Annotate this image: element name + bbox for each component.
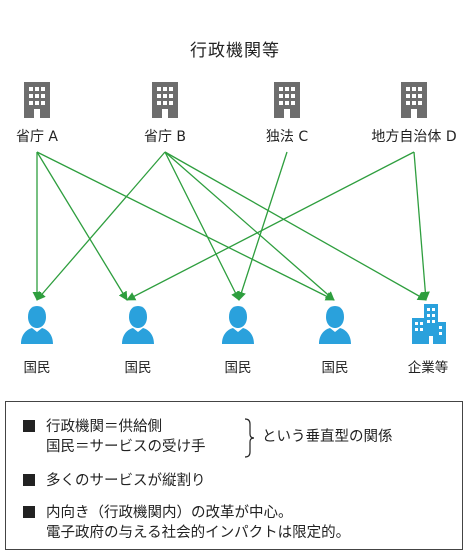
arrow-d-to-biz [413,151,430,301]
target-label: 企業等 [407,360,449,376]
person-icon [319,306,351,344]
source-label: 独法 C [265,129,309,145]
legend-item2: 多くのサービスが縦割り [46,473,206,489]
source-a: 省庁 A [0,82,92,146]
person-icon [21,306,53,344]
legend-item3-line2: 電子政府の与える社会的インパクトは限定的。 [46,525,351,541]
source-c: 独法 C [232,82,342,146]
target-c2: 国民 [83,306,193,376]
arrow-b-to-c3 [164,151,240,301]
arrow-a-to-c4 [36,151,335,301]
person-icon [222,306,254,344]
arrow-c-to-c3 [237,151,288,301]
arrow-b-to-c4 [164,151,335,301]
target-c3: 国民 [183,306,293,376]
target-label: 国民 [321,360,349,376]
diagram-title: 行政機関等 [190,41,280,61]
legend-item3-line1: 内向き（行政機関内）の改革が中心。 [46,505,293,521]
building-icon [152,82,178,118]
source-label: 省庁 B [143,129,187,145]
arrow-b-to-biz [164,151,427,301]
target-c4: 国民 [280,306,390,376]
target-c1: 国民 [0,306,92,376]
person-icon [122,306,154,344]
bullet-square [23,506,35,518]
legend-item1-line1: 行政機関＝供給側 [46,419,162,435]
legend-item1-note: という垂直型の関係 [262,429,393,445]
building-icon [24,82,50,118]
arrow-a-to-c2 [36,151,128,301]
source-label: 省庁 A [15,129,59,145]
bullet-square [23,420,35,432]
target-biz: 企業等 [373,304,470,376]
arrow-d-to-c2 [126,151,415,301]
building-icon [274,82,300,118]
target-label: 国民 [224,360,252,376]
building-icon [401,82,427,118]
target-label: 国民 [23,360,51,376]
legend-item1-line2: 国民＝サービスの受け手 [46,439,206,455]
office-buildings-icon [412,304,446,344]
bullet-square [23,474,35,486]
source-label: 地方自治体 D [371,129,457,145]
arrow-layer [32,151,430,301]
source-b: 省庁 B [110,82,220,146]
right-brace-icon [244,418,255,458]
source-d: 地方自治体 D [359,82,469,146]
legend-box: 行政機関＝供給側 国民＝サービスの受け手 という垂直型の関係 多くのサービスが縦… [5,401,463,550]
arrow-b-to-c1 [36,151,166,301]
target-label: 国民 [124,360,152,376]
